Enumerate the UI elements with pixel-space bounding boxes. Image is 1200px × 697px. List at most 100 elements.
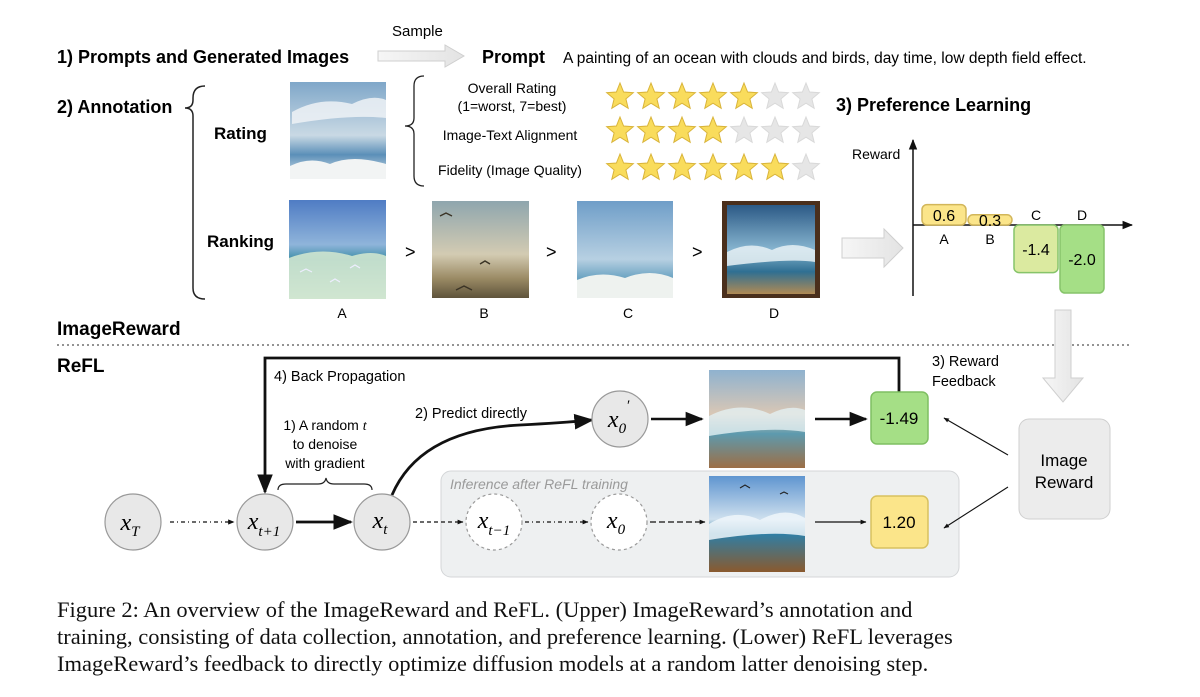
predict-directly-label: 2) Predict directly	[415, 406, 528, 422]
star-filled-icon	[760, 152, 790, 181]
prompt-text: A painting of an ocean with clouds and b…	[563, 50, 1087, 67]
caption-line-3: ImageReward’s feedback to directly optim…	[57, 651, 929, 676]
star-empty-icon	[760, 115, 790, 144]
svg-text:xt−1: xt−1	[477, 508, 510, 539]
reward-axis-label: Reward	[852, 146, 900, 162]
refl-label: ReFL	[57, 356, 105, 377]
svg-text:xt+1: xt+1	[247, 509, 280, 540]
reward-bar-value: -1.4	[1022, 242, 1050, 259]
inference-reward-value: 1.20	[882, 513, 915, 532]
sample-arrow	[377, 44, 465, 68]
ranking-image-c	[577, 201, 673, 298]
section2-title: 2) Annotation	[57, 97, 172, 117]
node-x-0-prime: x0 ′	[591, 390, 649, 448]
node-x-t-minus-1: xt−1	[465, 493, 523, 551]
inference-reward-box	[870, 495, 929, 549]
ranking-image-d	[722, 201, 820, 298]
predicted-reward-value: -1.49	[880, 409, 919, 428]
svg-text:xT: xT	[120, 510, 142, 540]
svg-text:′: ′	[627, 398, 630, 414]
star-filled-icon	[729, 152, 759, 181]
imagereward-label: ImageReward	[57, 319, 181, 340]
ranking-image-a	[289, 200, 386, 299]
star-filled-icon	[605, 152, 635, 181]
node-x-t: xt	[353, 493, 411, 551]
star-filled-icon	[729, 81, 759, 110]
back-propagation-arrow	[257, 356, 901, 494]
rating-image	[290, 82, 386, 179]
reward-bar-c	[1013, 224, 1059, 274]
to-preference-arrow	[841, 227, 904, 269]
reward-bar-b	[967, 214, 1013, 226]
predicted-image	[709, 370, 805, 468]
star-filled-icon	[698, 81, 728, 110]
star-filled-icon	[636, 152, 666, 181]
svg-text:xt: xt	[372, 508, 389, 538]
reward-bar-a	[921, 203, 967, 226]
section3-title: 3) Preference Learning	[836, 95, 1031, 115]
star-filled-icon	[698, 152, 728, 181]
random-t-brace	[277, 477, 373, 491]
reward-bar-label: B	[985, 231, 994, 247]
svg-text:x0: x0	[606, 508, 626, 538]
reward-bar-value: 0.6	[933, 208, 955, 225]
star-filled-icon	[605, 81, 635, 110]
star-empty-icon	[729, 115, 759, 144]
inference-label: Inference after ReFL training	[450, 476, 628, 492]
image-reward-model-label-1: Image	[1040, 451, 1087, 470]
star-filled-icon	[605, 115, 635, 144]
back-propagation-label: 4) Back Propagation	[274, 369, 405, 385]
ranking-gt-3: >	[692, 242, 703, 262]
star-empty-icon	[760, 81, 790, 110]
rating-label: Rating	[214, 124, 267, 143]
sample-label: Sample	[392, 23, 443, 40]
caption-line-1: Figure 2: An overview of the ImageReward…	[57, 597, 913, 622]
reward-bar-value: 0.3	[979, 213, 1001, 230]
ranking-label: Ranking	[207, 232, 274, 251]
star-empty-icon	[791, 115, 821, 144]
criteria-brace	[404, 75, 425, 187]
reward-feedback-label-2: Feedback	[932, 374, 996, 390]
ranking-image-b	[432, 201, 529, 298]
star-filled-icon	[636, 81, 666, 110]
star-empty-icon	[791, 81, 821, 110]
star-empty-icon	[791, 152, 821, 181]
star-filled-icon	[698, 115, 728, 144]
reward-bar-d	[1059, 224, 1105, 294]
prompt-label: Prompt	[482, 47, 545, 67]
reward-bars: 0.6A 0.3B -1.4 C -2.0 D	[921, 203, 1105, 294]
predict-directly-arrow	[390, 413, 594, 496]
node-x-t-plus-1: xt+1	[236, 493, 294, 551]
ranking-caption-a: A	[337, 305, 347, 321]
random-t-label: 1) A random t	[283, 417, 367, 434]
star-filled-icon	[667, 81, 697, 110]
node-x-0: x0	[590, 493, 648, 551]
criterion-alignment-label: Image-Text Alignment	[443, 127, 578, 143]
down-arrow-to-imagereward	[1041, 309, 1085, 403]
reward-bar-value: -2.0	[1068, 252, 1096, 269]
ranking-gt-2: >	[546, 242, 557, 262]
reward-feedback-label-1: 3) Reward	[932, 354, 999, 370]
annotation-brace	[184, 85, 206, 300]
ranking-gt-1: >	[405, 242, 416, 262]
reward-bar-label: D	[1077, 207, 1087, 223]
random-t-label-3: with gradient	[284, 455, 364, 471]
figure-caption: Figure 2: An overview of the ImageReward…	[57, 596, 1157, 677]
image-reward-model-box	[1018, 418, 1111, 520]
ranking-caption-b: B	[479, 305, 488, 321]
star-filled-icon	[667, 152, 697, 181]
inference-image	[709, 476, 805, 572]
random-t-label-2: to denoise	[293, 436, 358, 452]
ranking-caption-d: D	[769, 305, 779, 321]
figure-diagram: 1) Prompts and Generated Images Sample P…	[57, 23, 1134, 578]
predicted-reward-box	[870, 391, 929, 445]
section1-title: 1) Prompts and Generated Images	[57, 47, 349, 67]
criterion-overall-label: Overall Rating	[468, 80, 557, 96]
node-x-T: xT	[104, 493, 162, 551]
svg-text:x0: x0	[607, 407, 627, 437]
image-reward-model-label-2: Reward	[1035, 473, 1094, 492]
reward-bar-label: C	[1031, 207, 1041, 223]
star-filled-icon	[636, 115, 666, 144]
feedback-arrow-1	[943, 417, 1009, 456]
reward-bar-label: A	[939, 231, 949, 247]
